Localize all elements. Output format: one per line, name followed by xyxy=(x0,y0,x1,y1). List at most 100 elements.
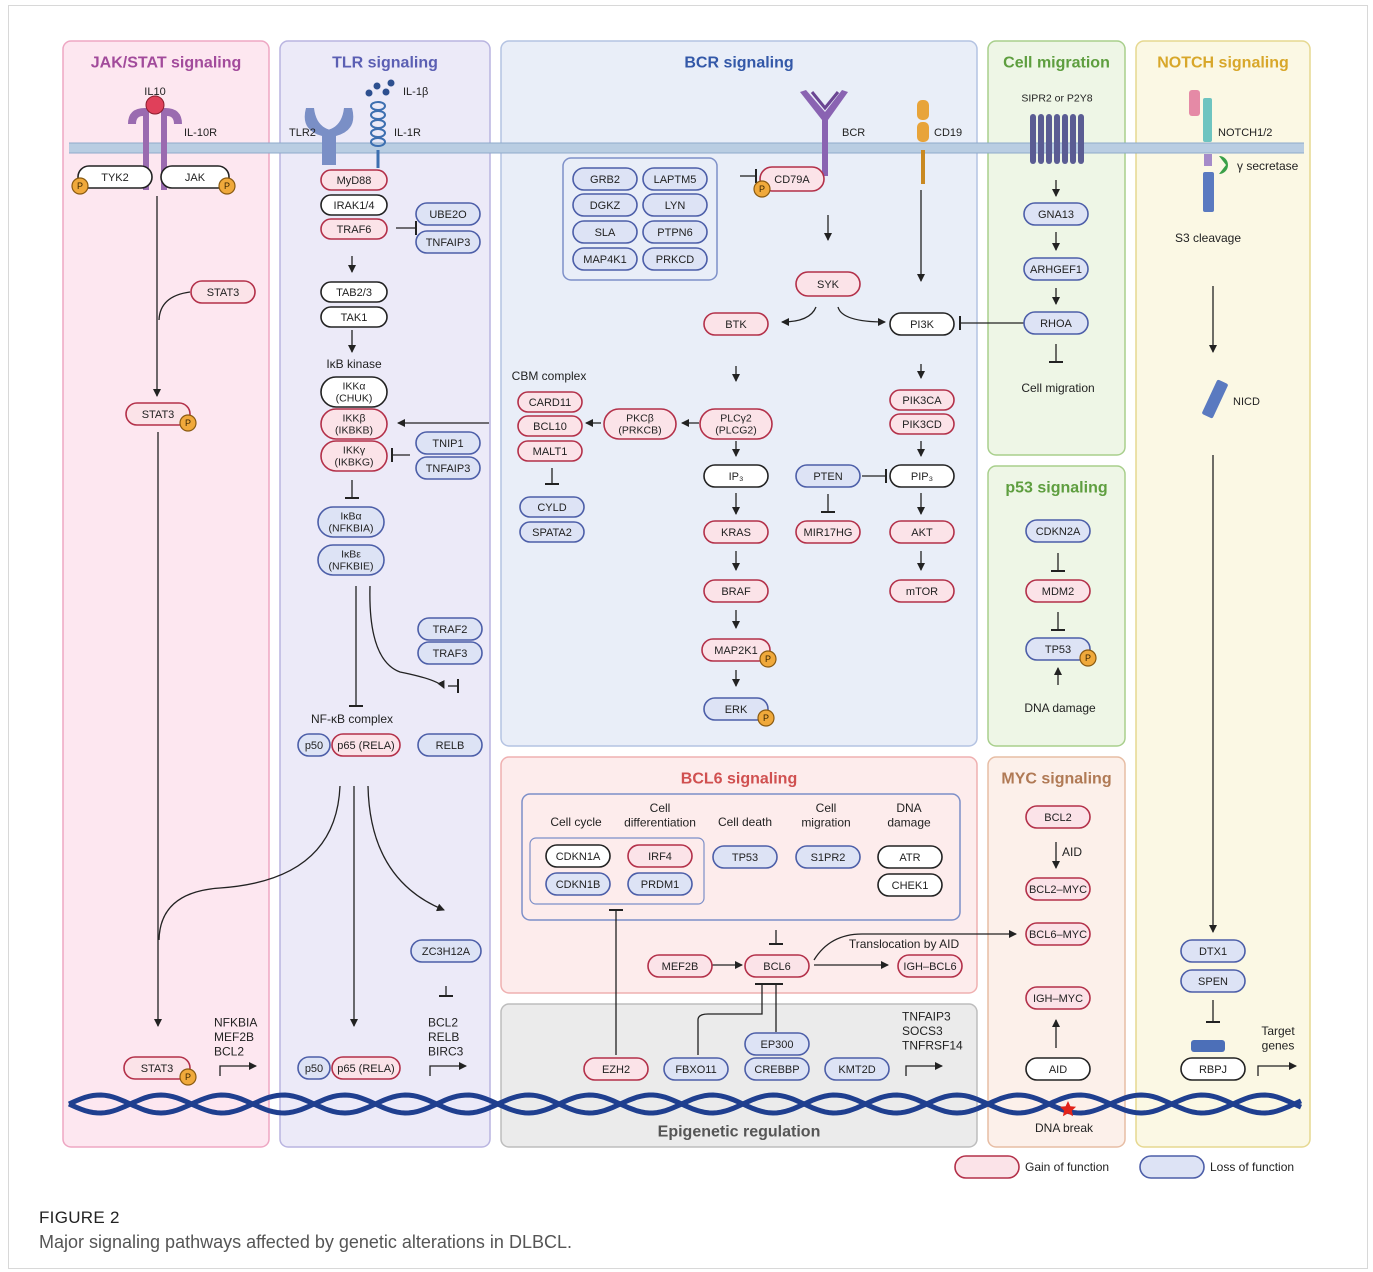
node-label-tyk2: TYK2 xyxy=(101,172,129,184)
node-label-bcl6_myc: BCL6–MYC xyxy=(1029,929,1087,941)
node-ikkb xyxy=(320,408,388,440)
node-label-p50_b: p50 xyxy=(305,1063,323,1075)
node-ikba xyxy=(317,506,385,538)
node-kmt2d xyxy=(824,1057,890,1081)
node-label-relb: RELB xyxy=(436,740,465,752)
node-pik3ca xyxy=(889,389,955,411)
node-akt xyxy=(889,520,955,544)
node-ube2o xyxy=(415,202,481,226)
node-mtor xyxy=(889,579,955,603)
edge-18 xyxy=(837,306,886,326)
label-nicd: NICD xyxy=(1233,396,1260,408)
node-label-ube2o: UBE2O xyxy=(429,209,467,221)
node-prkcd xyxy=(642,247,708,271)
node-ep300 xyxy=(744,1032,810,1056)
bcr-arms xyxy=(810,91,840,111)
gpcr-helix xyxy=(1078,114,1084,164)
gpcr-helix xyxy=(1038,114,1044,164)
node-p65_a xyxy=(331,733,401,757)
notch-ligand xyxy=(1189,90,1200,116)
il10-ligand xyxy=(145,95,165,115)
node-label-ep300: EP300 xyxy=(760,1039,793,1051)
gpcr-helix xyxy=(1062,114,1068,164)
node-label-ikkb: IKKβ(IKBKB) xyxy=(335,413,373,437)
node-bcl6 xyxy=(744,954,810,978)
phospho-badge xyxy=(179,414,197,432)
notch-ecd xyxy=(1203,98,1212,142)
il1b-ligand xyxy=(387,79,395,87)
node-label-tab23: TAB2/3 xyxy=(336,287,372,299)
node-stat3_a xyxy=(190,280,256,304)
node-label-ikba: IκBα(NFKBIA) xyxy=(329,511,374,535)
node-p65_b xyxy=(331,1056,401,1080)
node-bcl10 xyxy=(517,415,583,437)
node-btk xyxy=(703,312,769,336)
node-irak14 xyxy=(320,194,388,216)
node-tp53 xyxy=(1025,637,1091,661)
node-spata2 xyxy=(519,521,585,543)
panel-title-notch: NOTCH signaling xyxy=(1157,55,1289,72)
label-il10r: IL-10R xyxy=(184,127,217,139)
node-aid xyxy=(1025,1057,1091,1081)
node-label-grb2: GRB2 xyxy=(590,174,620,186)
node-ikkg xyxy=(320,440,388,472)
node-cdkn1a xyxy=(545,844,611,868)
label-dna_damage_text: DNA damage xyxy=(1024,701,1096,715)
node-myd88 xyxy=(320,169,388,191)
node-prdm1 xyxy=(627,872,693,896)
node-pten xyxy=(795,464,861,488)
label-il1r: IL-1R xyxy=(394,127,421,139)
panel-myc xyxy=(987,756,1126,1148)
node-kras xyxy=(703,520,769,544)
node-label-tnfaip3_a: TNFAIP3 xyxy=(426,237,471,249)
notch-icd xyxy=(1203,172,1214,212)
node-label-ikka: IKKα(CHUK) xyxy=(336,381,373,405)
label-nfkb_complex: NF-κB complex xyxy=(311,712,393,726)
node-label-pik3cd: PIK3CD xyxy=(902,419,942,431)
label-dna_break: DNA break xyxy=(1035,1121,1094,1135)
node-label-mtor: mTOR xyxy=(906,586,938,598)
il1b-ligand xyxy=(365,89,373,97)
node-igh_bcl6 xyxy=(897,954,963,978)
gpcr-helix xyxy=(1054,114,1060,164)
node-label-rhoa: RHOA xyxy=(1040,318,1072,330)
il1b-ligand xyxy=(373,82,381,90)
edge-59 xyxy=(905,1062,943,1076)
phospho-badge xyxy=(753,180,771,198)
node-label-plcg2: PLCγ2(PLCG2) xyxy=(715,413,756,437)
node-label-traf3: TRAF3 xyxy=(433,648,468,660)
node-label-fbxo11: FBXO11 xyxy=(675,1064,716,1076)
node-dtx1 xyxy=(1180,939,1246,963)
cd19-top xyxy=(917,100,929,120)
edge-58 xyxy=(429,1062,467,1076)
il1b-ligand xyxy=(382,88,390,96)
label-cbm_complex: CBM complex xyxy=(512,369,587,383)
node-label-stat3_b: STAT3 xyxy=(142,409,175,421)
node-label-sla: SLA xyxy=(595,227,616,239)
node-label-crebbp: CREBBP xyxy=(754,1064,799,1076)
label-cell_migration_text: Cell migration xyxy=(1021,381,1094,395)
dna-strand-1 xyxy=(67,1092,1303,1116)
node-label-p65_b: p65 (RELA) xyxy=(337,1063,394,1075)
label-gamma_secretase: γ secretase xyxy=(1237,159,1299,173)
panel-title-myc: MYC signaling xyxy=(1001,771,1111,788)
node-label-tak1: TAK1 xyxy=(341,312,368,324)
node-mef2b xyxy=(647,954,713,978)
node-rbpj xyxy=(1180,1057,1246,1081)
phospho-badge xyxy=(759,650,777,668)
node-tnip1 xyxy=(415,431,481,455)
node-label-irak14: IRAK1/4 xyxy=(334,200,375,212)
node-tab23 xyxy=(320,281,388,303)
node-label-tnip1: TNIP1 xyxy=(432,438,463,450)
node-label-map4k1: MAP4K1 xyxy=(583,254,626,266)
node-erk xyxy=(703,697,769,721)
node-label-pik3ca: PIK3CA xyxy=(902,395,942,407)
inhibitor-group-box xyxy=(562,157,718,281)
node-arhgef1 xyxy=(1023,257,1089,281)
label-il1b: IL-1β xyxy=(403,86,428,98)
legend-loss-swatch xyxy=(1139,1155,1205,1179)
cd19-mid xyxy=(917,122,929,142)
legend-loss-label: Loss of function xyxy=(1210,1160,1294,1174)
